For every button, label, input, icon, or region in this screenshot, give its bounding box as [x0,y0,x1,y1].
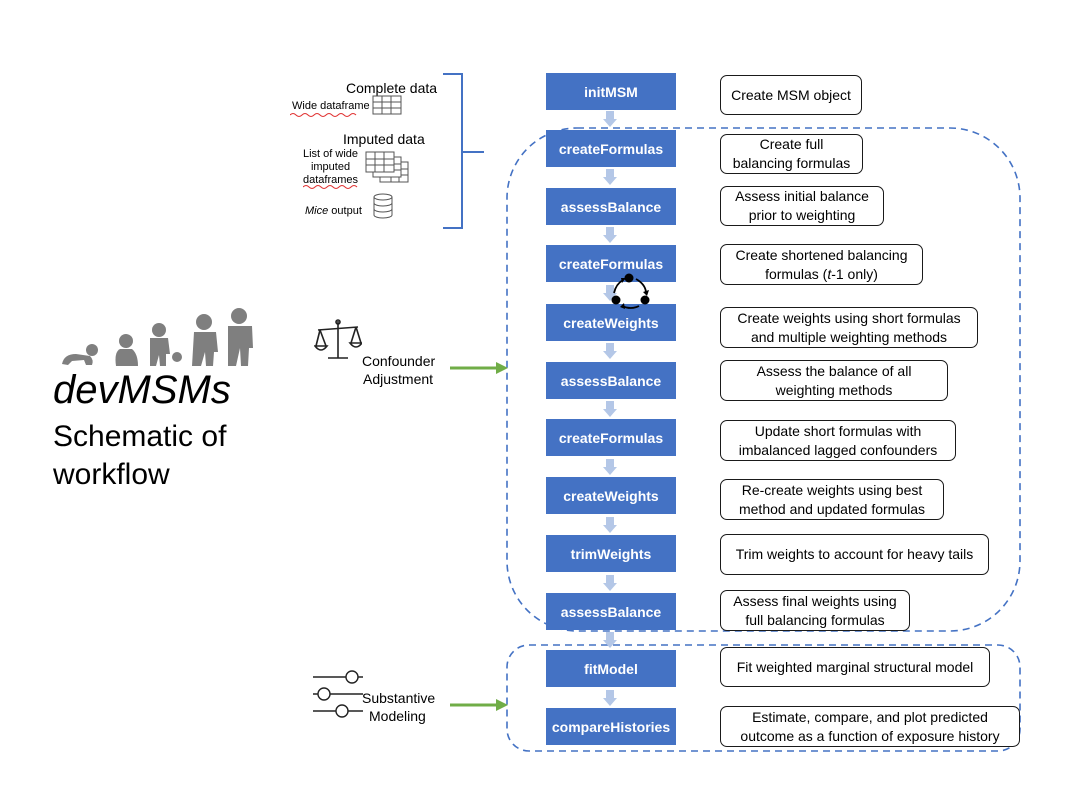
substantive-line-2: Modeling [369,708,426,724]
step-fitmodel: fitModel [546,650,676,687]
step-createformulas-update: createFormulas [546,419,676,456]
data-bracket [443,73,484,229]
sliders-icon [313,670,363,718]
down-arrow-icon [603,227,617,243]
down-arrow-icon [603,459,617,475]
step-comparehistories: compareHistories [546,708,676,745]
down-arrow-icon [603,111,617,127]
formula-post: -1 only) [831,265,878,282]
step-assessbalance-final: assessBalance [546,593,676,630]
step-createformulas-short: createFormulas [546,245,676,282]
desc-line-1: Update short formulas with [754,422,922,439]
step-assessbalance-initial: assessBalance [546,188,676,225]
desc-line-1: Assess final weights using [733,592,897,609]
desc-line-2: formulas (t-1 only) [765,265,878,284]
confounder-adjustment-label: Confounder Adjustment [362,352,435,388]
desc-line-1: Create weights using short formulas [737,309,961,326]
down-arrow-icon [603,401,617,417]
desc-assessbalance-final: Assess final weights using full balancin… [720,590,910,631]
desc-line-2: outcome as a function of exposure histor… [740,727,1000,744]
mice-output-label: Mice output [305,205,362,217]
desc-line-2: method and updated formulas [738,500,925,517]
desc-trimweights: Trim weights to account for heavy tails [720,534,989,575]
desc-line-1: Assess initial balance [735,188,869,204]
down-arrow-icon [603,690,617,706]
step-createweights-recreate: createWeights [546,477,676,514]
formula-pre: formulas ( [765,265,828,282]
desc-createformulas-short: Create shortened balancing formulas (t-1… [720,244,923,285]
complete-data-label: Complete data [346,80,438,96]
desc-line-2: prior to weighting [748,207,856,223]
confounder-adjustment-region [506,127,1021,632]
formula-italic: t [827,265,832,282]
desc-line-2: balancing formulas [732,155,851,171]
database-icon [373,193,393,219]
children-silhouette-icon [62,308,253,366]
table-icon [372,95,402,115]
desc-line-2: weighting methods [775,381,893,398]
down-arrow-icon [603,575,617,591]
subtitle-line-1: Schematic of [53,420,227,453]
desc-line-1: Re-create weights using best [741,481,923,498]
imputed-list-line-1: List of wide [303,148,359,160]
down-arrow-icon [603,517,617,533]
mice-label-rest: output [328,205,362,217]
down-arrow-icon [603,632,617,648]
desc-createformulas-full: Create full balancing formulas [720,134,863,174]
confounder-line-1: Confounder [362,353,436,369]
desc-createformulas-update: Update short formulas with imbalanced la… [720,420,956,461]
desc-trimweights-text: Trim weights to account for heavy tails [735,546,974,562]
desc-line-2: full balancing formulas [745,611,885,628]
imputed-list-line-3: dataframes [303,174,359,186]
subtitle-line-2: workflow [53,458,170,491]
mice-label-italic: Mice [305,205,329,217]
substantive-line-1: Substantive [362,690,436,706]
desc-assessbalance-methods: Assess the balance of all weighting meth… [720,360,948,401]
desc-initmsm: Create MSM object [720,75,862,115]
desc-line-1: Estimate, compare, and plot predicted [752,708,988,725]
imputed-list-label: List of wide imputed dataframes [303,148,358,187]
desc-createweights-recreate: Re-create weights using best method and … [720,479,944,520]
confounder-line-2: Adjustment [363,371,434,387]
cycle-icon [611,273,650,309]
substantive-arrow [450,699,508,711]
spellcheck-underline [290,113,357,117]
substantive-modeling-region [506,644,1021,752]
desc-line-2: imbalanced lagged confounders [738,441,938,458]
confounder-arrow [450,362,508,374]
substantive-modeling-label: Substantive Modeling [362,689,435,725]
page-subtitle: Schematic of workflow [53,418,226,494]
desc-line-1: Create full [759,136,824,152]
desc-assessbalance-initial: Assess initial balance prior to weightin… [720,186,884,226]
imputed-list-line-2: imputed [310,161,351,173]
imputed-data-label: Imputed data [343,131,425,147]
step-initmsm: initMSM [546,73,676,110]
step-assessbalance-methods: assessBalance [546,362,676,399]
desc-createweights: Create weights using short formulas and … [720,307,978,348]
step-createformulas-full: createFormulas [546,130,676,167]
down-arrow-icon [603,343,617,359]
step-trimweights: trimWeights [546,535,676,572]
desc-line-2: and multiple weighting methods [750,328,948,345]
desc-initmsm-text: Create MSM object [731,86,851,103]
desc-line-1: Create shortened balancing [735,246,908,263]
app-title: devMSMs [53,368,231,412]
desc-comparehistories: Estimate, compare, and plot predicted ou… [720,706,1020,747]
desc-line-1: Assess the balance of all [756,362,912,379]
wide-dataframe-label: Wide dataframe [292,100,370,112]
desc-fitmodel: Fit weighted marginal structural model [720,647,990,687]
step-createweights: createWeights [546,304,676,341]
desc-fitmodel-text: Fit weighted marginal structural model [736,658,974,675]
scale-icon [314,319,362,359]
down-arrow-icon [603,169,617,185]
stacked-tables-icon [365,151,409,183]
spellcheck-underline-2 [303,185,358,189]
